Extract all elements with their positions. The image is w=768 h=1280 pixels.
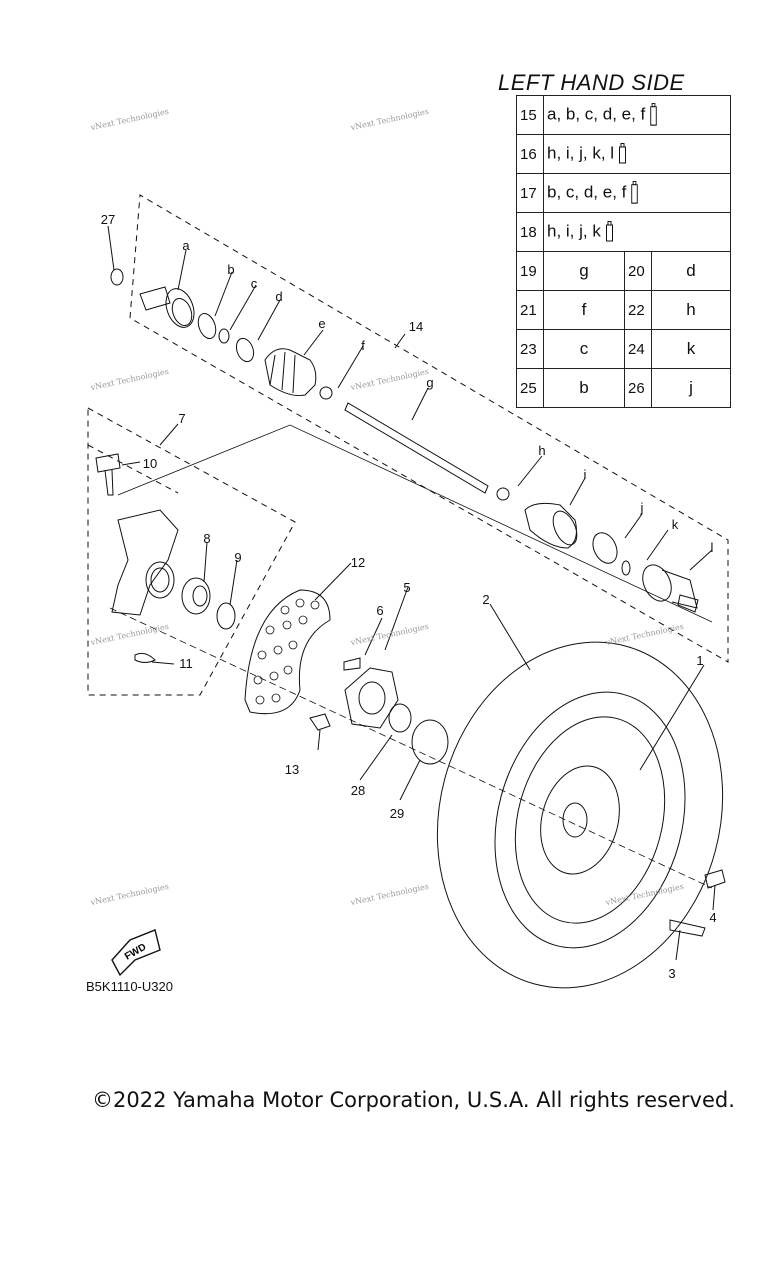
callout-number: 2 (482, 592, 489, 607)
legend-value: g (543, 251, 625, 291)
part-letter: g (426, 375, 433, 390)
legend-value: b, c, d, e, f (543, 173, 731, 213)
grease-tube-icon (631, 181, 639, 204)
part-letter: c (251, 276, 258, 291)
callout-number: 5 (403, 580, 410, 595)
callout-number: 6 (376, 603, 383, 618)
legend-value: j (651, 368, 731, 408)
legend-num: 26 (624, 368, 652, 408)
bearing (181, 577, 211, 615)
tire (436, 641, 724, 989)
callout-number: 1 (696, 653, 703, 668)
circlip (110, 268, 124, 286)
callout-number: 14 (409, 319, 423, 334)
callout-number: 3 (668, 966, 675, 981)
legend-value-text: a, b, c, d, e, f (547, 104, 646, 124)
fwd-arrow-icon (111, 929, 161, 977)
wheel-rim (514, 716, 666, 924)
part-letter: b (227, 262, 234, 277)
part-letter: e (318, 316, 325, 331)
legend-num: 16 (516, 134, 544, 174)
inner-cv-joint (642, 564, 699, 613)
callout-number: 12 (351, 555, 365, 570)
callout-number: 27 (101, 212, 115, 227)
legend-value: h, i, j, k (543, 212, 731, 252)
callout-number: 13 (285, 762, 299, 777)
legend-num: 23 (516, 329, 544, 369)
part-letter: k (672, 517, 679, 532)
legend-value: d (651, 251, 731, 291)
legend-value: f (543, 290, 625, 330)
inner-boot (524, 502, 577, 549)
grease-tube-icon (650, 103, 658, 126)
legend-value-text: h, i, j, k, l (547, 143, 615, 163)
brake-disc (244, 589, 331, 715)
hub-cap (411, 719, 449, 765)
legend-value: c (543, 329, 625, 369)
legend-num: 19 (516, 251, 544, 291)
part-letter: f (361, 338, 365, 353)
diagram-code: B5K1110-U320 (86, 979, 173, 994)
callout-number: 29 (390, 806, 404, 821)
legend-num: 18 (516, 212, 544, 252)
callout-number: 11 (179, 656, 193, 671)
wheel-hub (344, 667, 399, 729)
legend-value-text: b, c, d, e, f (547, 182, 627, 202)
legend-num: 20 (624, 251, 652, 291)
shaft-assembly-box (129, 194, 729, 663)
callout-number: 10 (143, 456, 157, 471)
legend-value: a, b, c, d, e, f (543, 95, 731, 135)
legend-num: 22 (624, 290, 652, 330)
outer-cv-joint (139, 286, 195, 328)
legend-num: 24 (624, 329, 652, 369)
legend-num: 25 (516, 368, 544, 408)
grease-tube-icon (605, 221, 613, 242)
legend-num: 15 (516, 95, 544, 135)
part-letter: j (640, 500, 644, 515)
callout-number: 28 (351, 783, 365, 798)
callout-number: 8 (203, 531, 210, 546)
knuckle-assembly-box (87, 407, 296, 696)
part-letter: i (584, 467, 587, 482)
outer-boot (264, 348, 317, 396)
drive-shaft (344, 402, 489, 494)
steering-knuckle (111, 509, 179, 616)
legend-value: h, i, j, k, l (543, 134, 731, 174)
legend-value: k (651, 329, 731, 369)
legend-value: b (543, 368, 625, 408)
legend-value-text: h, i, j, k (547, 221, 601, 241)
part-letter: l (711, 540, 714, 555)
side-title: LEFT HAND SIDE (498, 70, 685, 95)
legend-num: 17 (516, 173, 544, 213)
part-letter: a (182, 238, 190, 253)
callout-number: 7 (178, 411, 185, 426)
ball-joint (95, 453, 121, 496)
legend-value: h (651, 290, 731, 330)
part-letter: d (275, 289, 282, 304)
callout-number: 9 (234, 550, 241, 565)
legend-num: 21 (516, 290, 544, 330)
grease-tube-icon (619, 143, 627, 164)
copyright-text: ©2022 Yamaha Motor Corporation, U.S.A. A… (92, 1088, 735, 1112)
part-letter: h (538, 443, 545, 458)
callout-number: 4 (709, 910, 716, 925)
